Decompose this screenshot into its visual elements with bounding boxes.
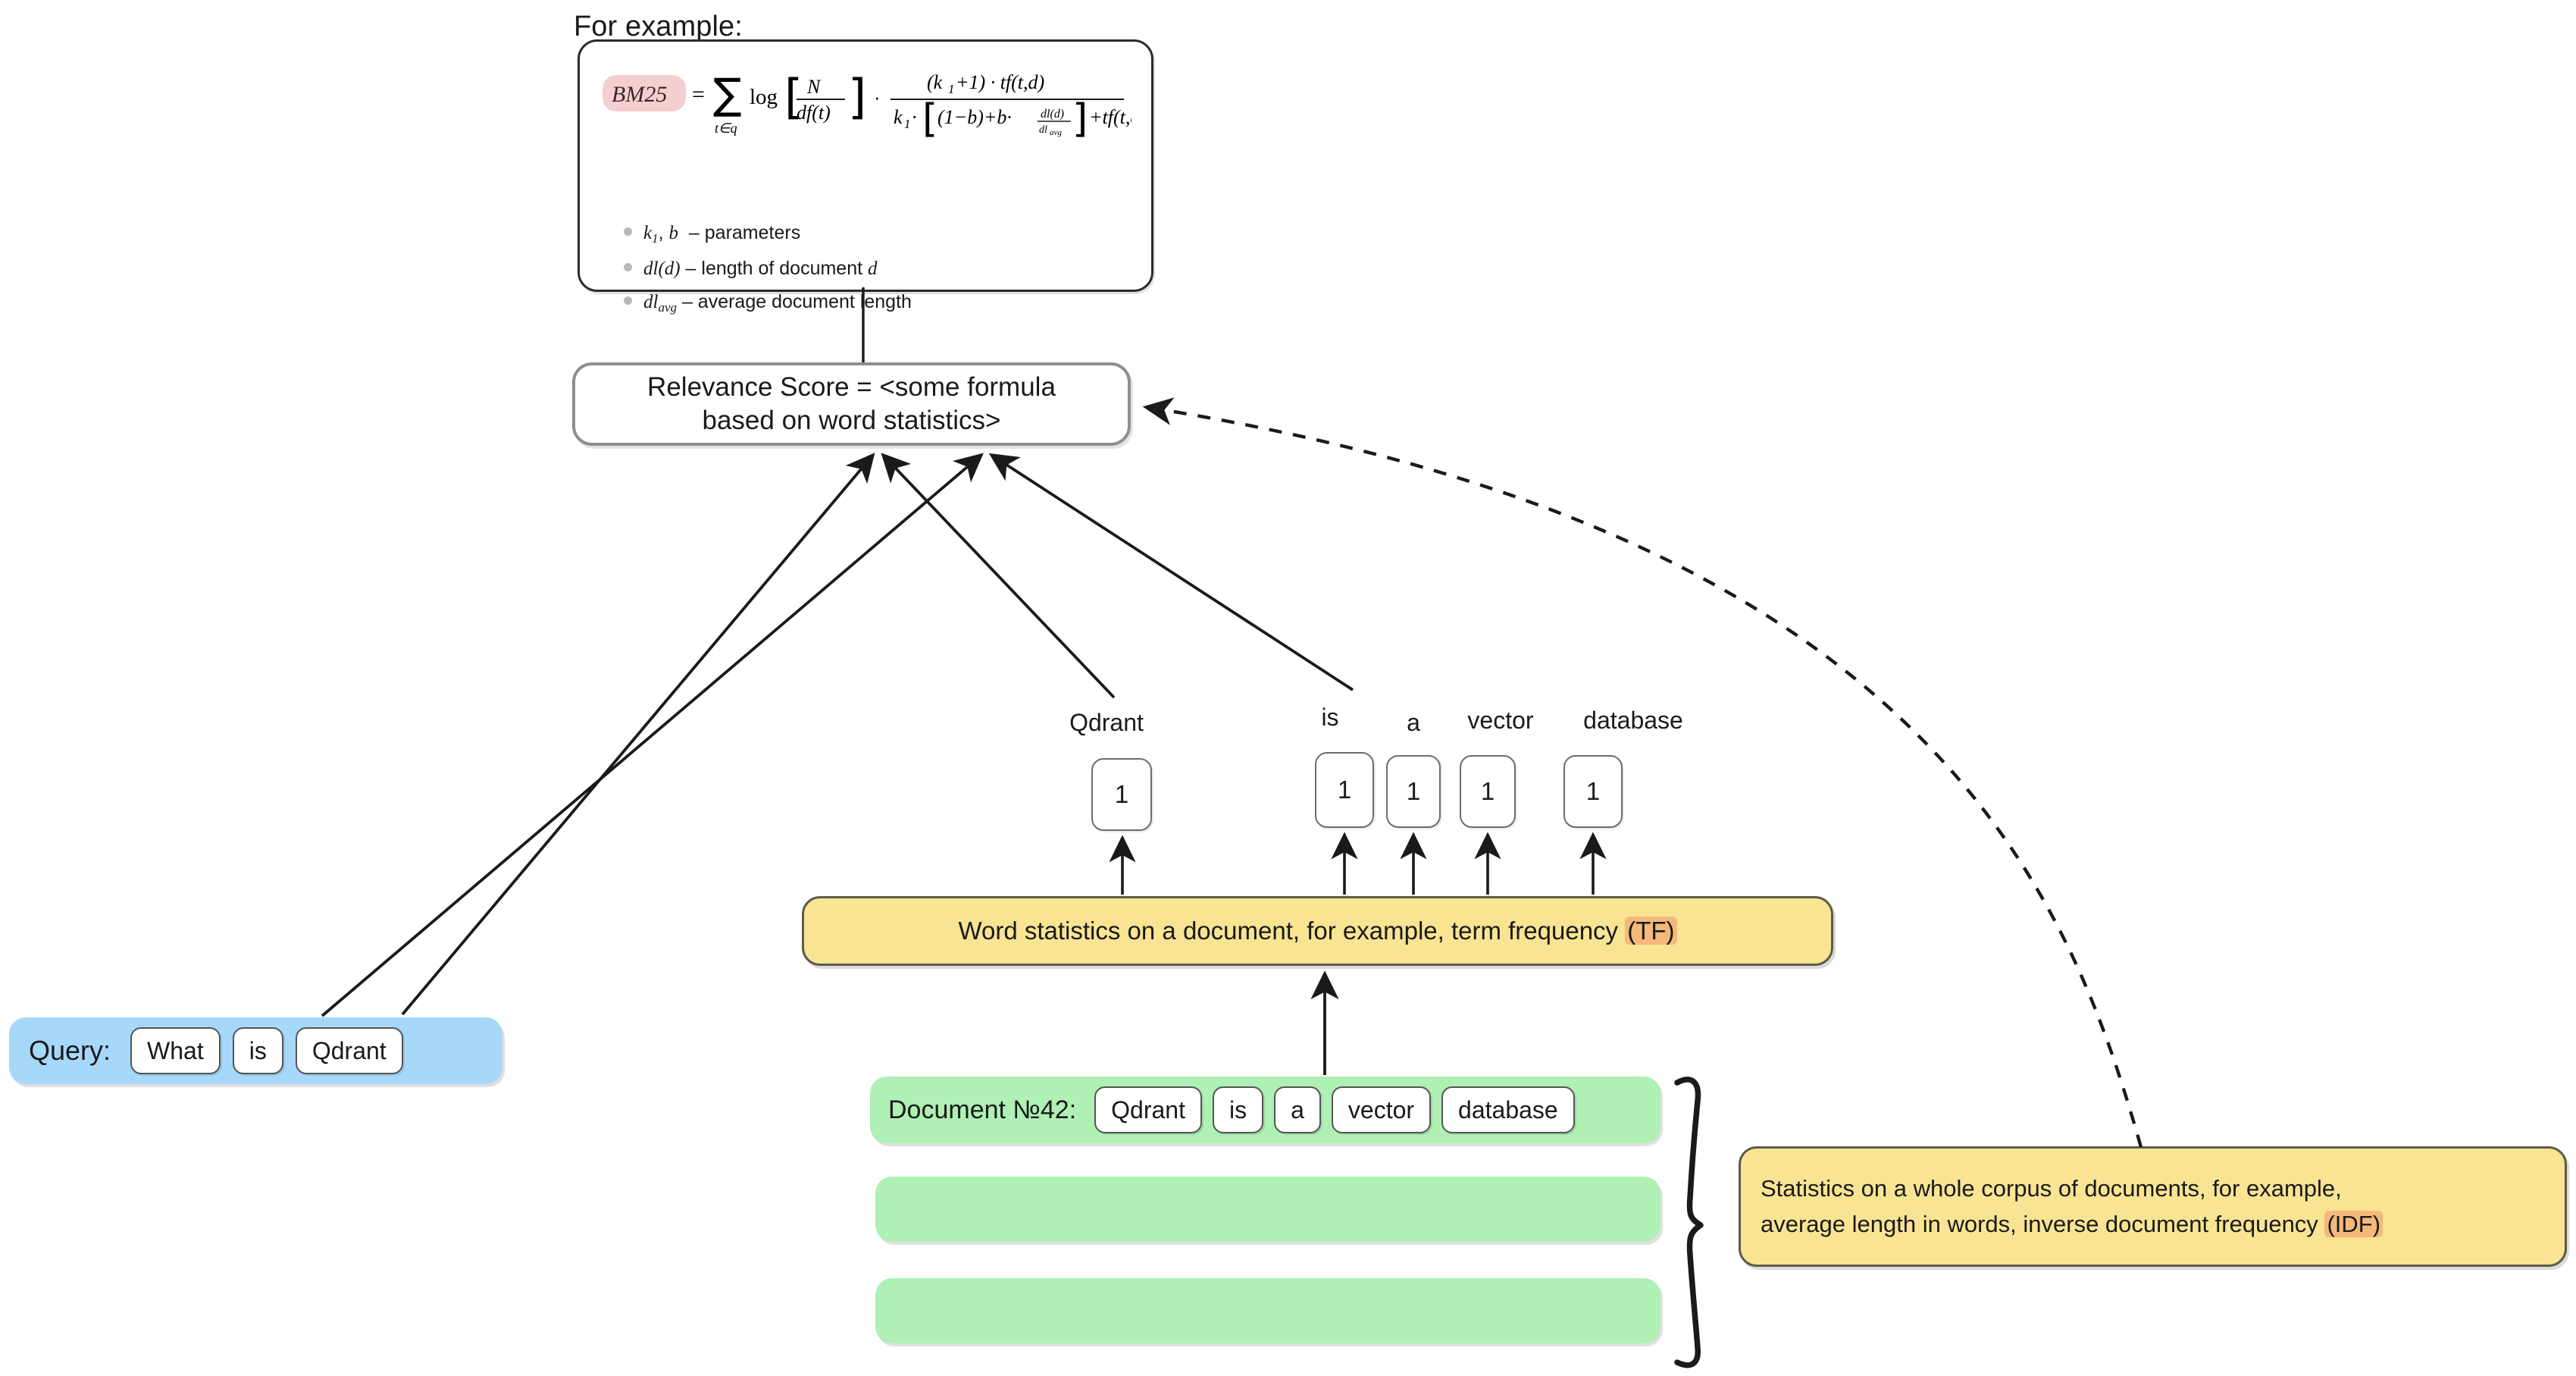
document-label: Document №42: — [888, 1095, 1077, 1124]
bullet-dot — [624, 227, 632, 236]
svg-text:[: [ — [784, 69, 803, 124]
wordstat-label-vector: vector — [1467, 707, 1534, 734]
page-title: For example: — [574, 11, 743, 42]
bm25-equation: BM25 = ∑ t∈q log [ N df(t) ] · (k 1 +1) … — [603, 69, 1131, 142]
svg-text:1: 1 — [904, 117, 911, 131]
query-token-what[interactable]: What — [130, 1027, 221, 1074]
svg-text:=: = — [692, 82, 705, 107]
document-token-a[interactable]: a — [1274, 1086, 1321, 1133]
svg-text:[: [ — [922, 96, 937, 142]
svg-text:(k: (k — [927, 71, 943, 93]
relevance-score-line-1: Relevance Score = <some formula — [647, 371, 1056, 402]
tf-banner-text: Word statistics on a document, for examp… — [958, 917, 1626, 945]
document-token-vector[interactable]: vector — [1331, 1086, 1432, 1133]
count-chip-a: 1 — [1386, 755, 1441, 828]
formula-legend-list: k1, b – parameters dl(d) – length of doc… — [624, 222, 1124, 327]
document-row: Document №42: Qdrant is a vector databas… — [870, 1077, 1660, 1143]
svg-text:log: log — [750, 85, 778, 109]
bm25-formula-panel: BM25 = ∑ t∈q log [ N df(t) ] · (k 1 +1) … — [577, 39, 1153, 315]
document-row-empty — [875, 1177, 1660, 1242]
svg-text:+1) · tf(t,d): +1) · tf(t,d) — [956, 71, 1044, 93]
svg-text:]: ] — [1072, 96, 1088, 142]
svg-text:(1−b)+b·: (1−b)+b· — [937, 106, 1012, 128]
count-chip-is: 1 — [1315, 752, 1374, 828]
document-row-empty — [875, 1278, 1660, 1343]
svg-text:·: · — [874, 86, 881, 108]
wordstat-label-is: is — [1321, 704, 1339, 731]
list-item: dl(d) – length of document d — [624, 258, 1124, 280]
wordstat-label-a: a — [1407, 709, 1420, 736]
bullet-dot — [624, 262, 632, 271]
wordstat-label-database: database — [1583, 707, 1683, 734]
document-token-qdrant[interactable]: Qdrant — [1094, 1086, 1202, 1133]
query-token-qdrant[interactable]: Qdrant — [295, 1027, 403, 1074]
svg-text:dl(d): dl(d) — [1041, 108, 1064, 121]
document-token-is[interactable]: is — [1212, 1086, 1264, 1133]
svg-text:t∈q: t∈q — [715, 121, 737, 136]
document-token-database[interactable]: database — [1441, 1086, 1575, 1133]
arrow-wordstat-is-to-relevance — [988, 453, 1354, 691]
relevance-score-line-2: based on word statistics> — [702, 406, 1001, 435]
svg-text:BM25: BM25 — [612, 82, 667, 107]
query-token-is[interactable]: is — [232, 1027, 283, 1074]
corpus-brace — [1674, 1077, 1704, 1368]
svg-text:]: ] — [848, 69, 866, 124]
svg-text:1: 1 — [948, 82, 955, 96]
tf-banner: Word statistics on a document, for examp… — [802, 896, 1833, 966]
svg-text:∑: ∑ — [713, 70, 742, 119]
tf-highlight: (TF) — [1625, 917, 1677, 945]
count-chip-vector: 1 — [1460, 755, 1516, 828]
svg-text:k: k — [894, 106, 903, 128]
list-item: dlavg – average document length — [624, 291, 1124, 315]
arrow-wordstat-qdrant-to-relevance — [881, 453, 1116, 699]
svg-text:dl: dl — [1039, 124, 1047, 136]
idf-banner-line-2: average length in words, inverse documen… — [1761, 1210, 2325, 1237]
idf-highlight: (IDF) — [2324, 1210, 2384, 1237]
svg-text:N: N — [806, 76, 822, 98]
svg-text:+tf(t,d): +tf(t,d) — [1089, 106, 1131, 128]
query-label: Query: — [29, 1035, 111, 1066]
count-chip-database: 1 — [1563, 755, 1623, 828]
relevance-score-box: Relevance Score = <some formula based on… — [572, 362, 1131, 446]
bullet-dot — [624, 296, 632, 305]
query-strip: Query: What is Qdrant — [9, 1017, 502, 1084]
wordstat-label-qdrant: Qdrant — [1069, 709, 1144, 736]
idf-banner: Statistics on a whole corpus of document… — [1739, 1146, 2567, 1267]
idf-banner-line-1: Statistics on a whole corpus of document… — [1761, 1175, 2342, 1202]
arrow-idf-to-relevance — [1142, 397, 2143, 1148]
svg-text:avg: avg — [1050, 128, 1062, 137]
svg-text:df(t): df(t) — [797, 102, 831, 124]
svg-text:·: · — [912, 106, 917, 128]
count-chip-qdrant: 1 — [1091, 758, 1152, 831]
list-item: k1, b – parameters — [624, 222, 1124, 246]
